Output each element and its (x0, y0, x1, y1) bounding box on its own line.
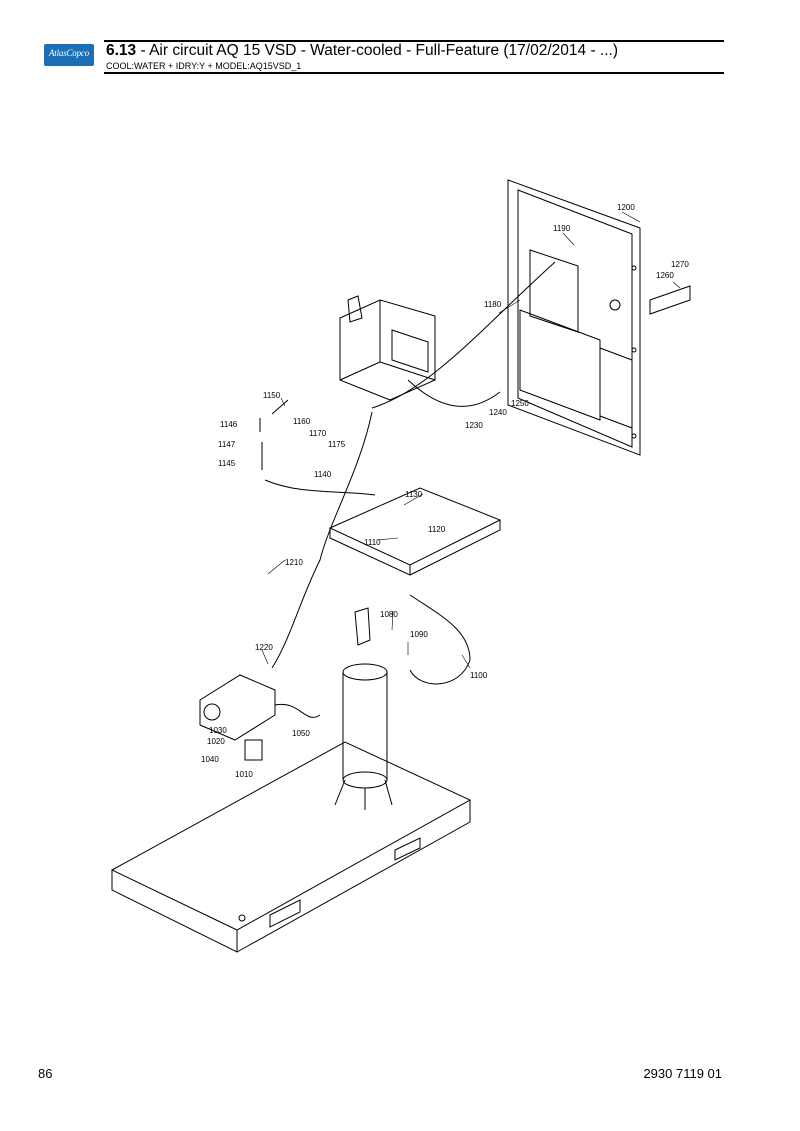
callout-1140: 1140 (314, 470, 332, 479)
callout-1150: 1150 (263, 391, 281, 400)
callout-1090: 1090 (410, 630, 428, 639)
base-frame-drawing (110, 741, 472, 953)
compressor-element-drawing (199, 674, 276, 761)
callout-1130: 1130 (405, 490, 423, 499)
callout-1240: 1240 (489, 408, 507, 417)
callout-1100: 1100 (470, 671, 488, 680)
callout-1020: 1020 (207, 737, 225, 746)
callout-1120: 1120 (428, 525, 446, 534)
callout-1230: 1230 (465, 421, 483, 430)
dryer-unit-drawing (339, 295, 436, 401)
header-rule-bottom (104, 72, 724, 74)
callout-1170: 1170 (309, 429, 327, 438)
callout-1175: 1175 (328, 440, 346, 449)
section-number: 6.13 (106, 42, 137, 59)
brand-text: AtlasCopco (49, 48, 89, 58)
callout-1010: 1010 (235, 770, 253, 779)
callout-1040: 1040 (201, 755, 219, 764)
callout-1160: 1160 (293, 417, 311, 426)
callout-1250: 1250 (511, 399, 529, 408)
document-number: 2930 7119 01 (643, 1066, 722, 1081)
mounting-plate-drawing (328, 487, 502, 576)
callout-1270: 1270 (671, 260, 689, 269)
callout-1080: 1080 (380, 610, 398, 619)
callout-1030: 1030 (209, 726, 227, 735)
callout-1210: 1210 (285, 558, 303, 567)
callout-1190: 1190 (553, 224, 571, 233)
callout-1180: 1180 (484, 300, 502, 309)
callout-1146: 1146 (220, 420, 238, 429)
callout-1260: 1260 (656, 271, 674, 280)
leader-lines-drawing (261, 211, 681, 669)
filter-vessel-drawing (334, 607, 393, 810)
page-number: 86 (38, 1066, 53, 1081)
callout-1050: 1050 (292, 729, 310, 738)
callout-1110: 1110 (364, 538, 381, 547)
hose-lines-drawing (259, 261, 556, 718)
service-panel-drawing (507, 179, 691, 456)
callout-1145: 1145 (218, 459, 236, 468)
page-title: 6.13 - Air circuit AQ 15 VSD - Water-coo… (106, 42, 618, 60)
callout-labels: 1010 1020 1030 1040 1050 1080 1090 1100 … (201, 203, 689, 779)
page-subtitle: COOL:WATER + IDRY:Y + MODEL:AQ15VSD_1 (106, 61, 302, 71)
header-rule-top (104, 40, 724, 42)
section-title: - Air circuit AQ 15 VSD - Water-cooled -… (136, 42, 618, 59)
atlas-copco-logo: AtlasCopco (44, 44, 94, 66)
callout-1220: 1220 (255, 643, 273, 652)
callout-1200: 1200 (617, 203, 635, 212)
callout-1147: 1147 (218, 440, 236, 449)
